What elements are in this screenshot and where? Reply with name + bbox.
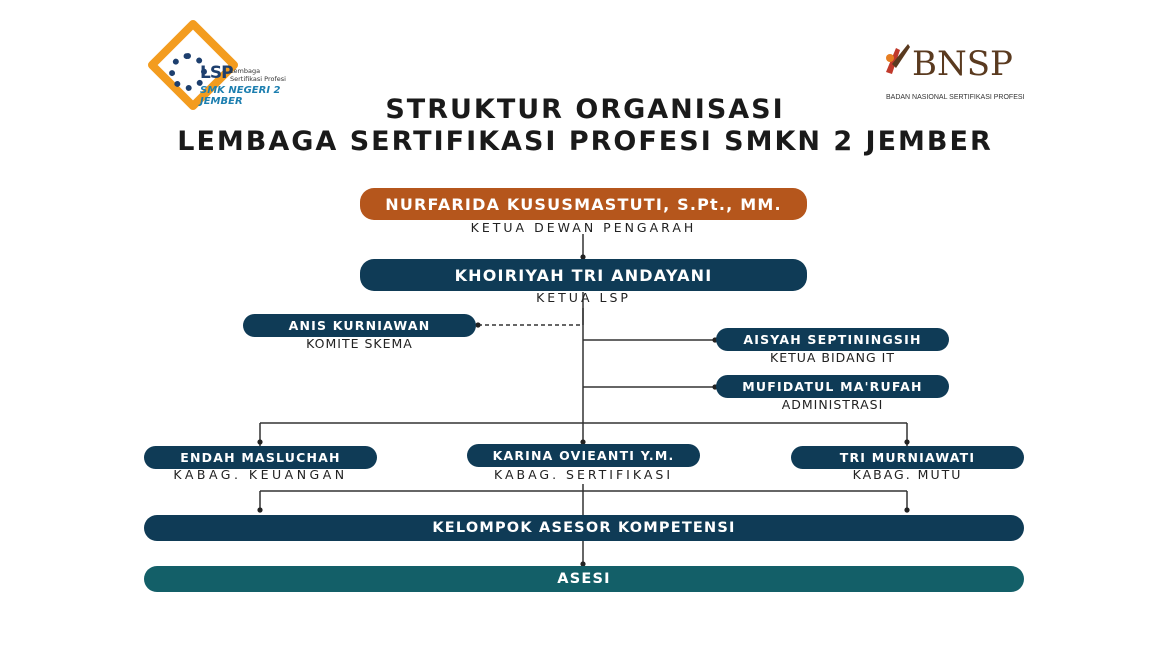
node-keuangan-name: ENDAH MASLUCHAH: [180, 450, 341, 465]
node-sertifikasi-role: KABAG. SERTIFIKASI: [493, 467, 674, 482]
node-it-name: AISYAH SEPTININGSIH: [743, 332, 922, 347]
node-mutu-role: KABAG. MUTU: [852, 467, 963, 482]
lsp-logo-mark: LSP: [200, 63, 234, 83]
bnsp-logo-mark: BNSP: [912, 44, 1013, 84]
title-line-2: LEMBAGA SERTIFIKASI PROFESI SMKN 2 JEMBE…: [177, 126, 993, 157]
node-ketua: KHOIRIYAH TRI ANDAYANI: [360, 259, 807, 291]
node-ketua-role: KETUA LSP: [536, 290, 631, 305]
node-komite-role: KOMITE SKEMA: [306, 336, 413, 351]
title-line-1: STRUKTUR ORGANISASI: [385, 94, 785, 125]
node-komite: ANIS KURNIAWAN: [243, 314, 476, 337]
node-sertifikasi-name: KARINA OVIEANTI Y.M.: [492, 448, 675, 463]
node-it-role: KETUA BIDANG IT: [770, 350, 895, 365]
node-pengarah-name: NURFARIDA KUSUSMASTUTI, S.Pt., MM.: [385, 194, 782, 214]
node-it: AISYAH SEPTININGSIH: [716, 328, 949, 351]
bnsp-emblem-icon: [886, 44, 910, 74]
bnsp-logo-subtitle: BADAN NASIONAL SERTIFIKASI PROFESI: [886, 94, 1025, 101]
node-admin-name: MUFIDATUL MA'RUFAH: [742, 379, 923, 394]
node-admin-role: ADMINISTRASI: [781, 397, 884, 412]
node-ketua-name: KHOIRIYAH TRI ANDAYANI: [454, 265, 713, 285]
node-asesi: ASESI: [144, 566, 1024, 592]
node-keuangan: ENDAH MASLUCHAH: [144, 446, 377, 469]
lsp-logo-school: SMK NEGERI 2 JEMBER: [200, 85, 281, 107]
node-komite-name: ANIS KURNIAWAN: [288, 318, 431, 333]
node-keuangan-role: KABAG. KEUANGAN: [173, 467, 348, 482]
node-asesor: KELOMPOK ASESOR KOMPETENSI: [144, 515, 1024, 541]
node-pengarah: NURFARIDA KUSUSMASTUTI, S.Pt., MM.: [360, 188, 807, 220]
node-pengarah-role: KETUA DEWAN PENGARAH: [470, 220, 697, 235]
node-mutu-name: TRI MURNIAWATI: [839, 450, 976, 465]
node-mutu: TRI MURNIAWATI: [791, 446, 1024, 469]
gear-icon: [169, 53, 207, 91]
node-admin: MUFIDATUL MA'RUFAH: [716, 375, 949, 398]
node-sertifikasi: KARINA OVIEANTI Y.M.: [467, 444, 700, 467]
node-asesi-name: ASESI: [557, 571, 611, 587]
node-asesor-name: KELOMPOK ASESOR KOMPETENSI: [432, 520, 736, 536]
bnsp-logo: BNSP BADAN NASIONAL SERTIFIKASI PROFESI: [878, 38, 1025, 108]
